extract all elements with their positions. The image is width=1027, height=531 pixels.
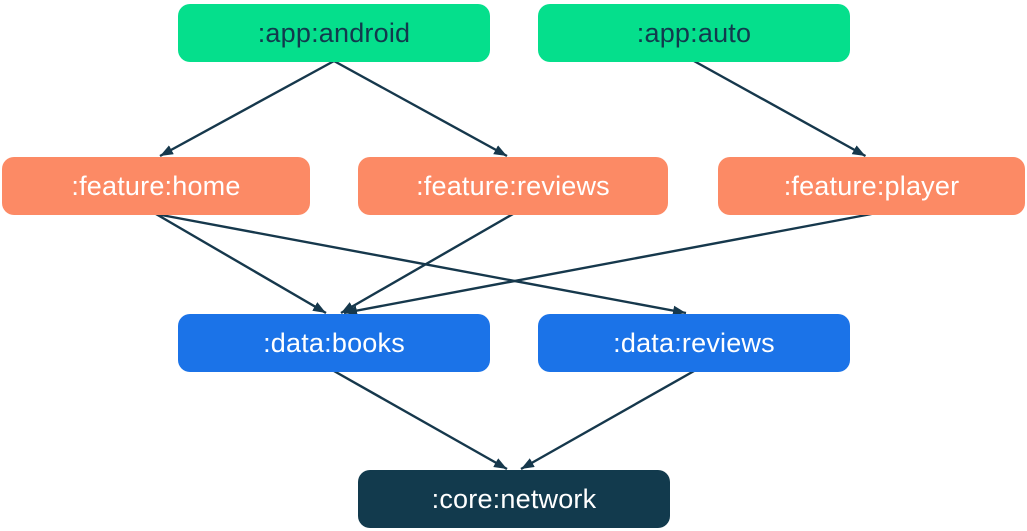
- edge-app-android-to-feature-home: [159, 59, 335, 158]
- node-app-android: :app:android: [178, 4, 490, 62]
- node-data-reviews: :data:reviews: [538, 314, 850, 372]
- edge-feature-reviews-to-data-books: [340, 212, 514, 315]
- node-data-books: :data:books: [178, 314, 490, 372]
- node-feature-player: :feature:player: [718, 157, 1025, 215]
- edge-data-reviews-to-core-network: [520, 369, 695, 471]
- edge-feature-home-to-data-books: [155, 212, 327, 315]
- edge-app-android-to-feature-reviews: [333, 59, 508, 158]
- node-core-network: :core:network: [358, 470, 670, 528]
- edge-app-auto-to-feature-player: [693, 59, 867, 158]
- edge-feature-home-to-data-reviews: [155, 212, 687, 316]
- edge-data-books-to-core-network: [333, 369, 508, 471]
- node-app-auto: :app:auto: [538, 4, 850, 62]
- edge-feature-player-to-data-books: [343, 212, 872, 316]
- node-feature-reviews: :feature:reviews: [358, 157, 668, 215]
- node-feature-home: :feature:home: [2, 157, 310, 215]
